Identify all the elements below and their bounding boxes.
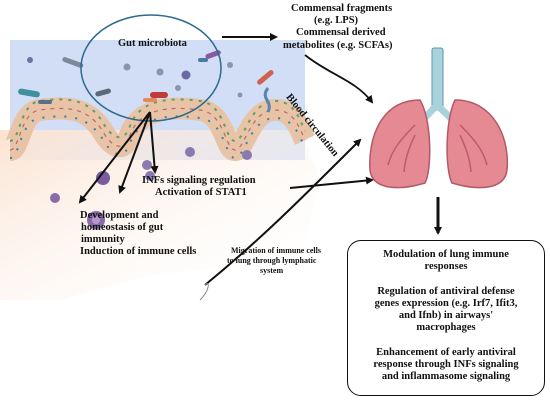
infs-line-1: INFs signaling regulation bbox=[142, 175, 256, 186]
commensal-line-3: Commensal derived bbox=[296, 27, 386, 38]
commensal-line-1: Commensal fragments bbox=[291, 3, 393, 14]
immune-line-4: Induction of immune cells bbox=[80, 246, 197, 257]
lungs bbox=[369, 47, 509, 189]
migration-line-3: system bbox=[260, 266, 284, 275]
antiviral-genes-line-4: macrophages bbox=[416, 322, 476, 333]
early-response-line-1: Enhancement of early antiviral bbox=[376, 347, 516, 358]
immune-line-2: homeostasis of gut bbox=[81, 222, 164, 233]
early-response-line-2: response through INFs signaling bbox=[373, 359, 519, 370]
intestinal-villi bbox=[4, 97, 315, 161]
commensal-line-2: (e.g. LPS) bbox=[314, 15, 359, 26]
gut-tissue bbox=[0, 130, 320, 300]
early-response-line-3: and inflammasome signaling bbox=[381, 371, 511, 382]
immune-line-3: immunity bbox=[81, 234, 125, 245]
lung-responses-title-1: Modulation of lung immune bbox=[383, 249, 509, 260]
gut-microbiota-label: Gut microbiota bbox=[118, 38, 187, 49]
infs-line-2: Activation of STAT1 bbox=[155, 187, 247, 198]
antiviral-genes-line-2: genes expression (e.g. Irf7, Ifit3, bbox=[374, 298, 518, 309]
immune-line-1: Development and bbox=[80, 210, 159, 221]
lung-responses-box: Modulation of lung immune responses Regu… bbox=[347, 240, 545, 396]
migration-line-1: Migration of immune cells bbox=[231, 246, 321, 255]
antiviral-genes-line-3: and Ifnb) in airways' bbox=[398, 310, 494, 321]
migration-line-2: to lung through lymphatic bbox=[227, 256, 317, 265]
bacteria bbox=[18, 50, 274, 113]
lung-responses-title-2: responses bbox=[424, 261, 468, 272]
antiviral-genes-line-1: Regulation of antiviral defense bbox=[377, 286, 515, 297]
commensal-line-4: metabolites (e.g. SCFAs) bbox=[283, 40, 393, 51]
